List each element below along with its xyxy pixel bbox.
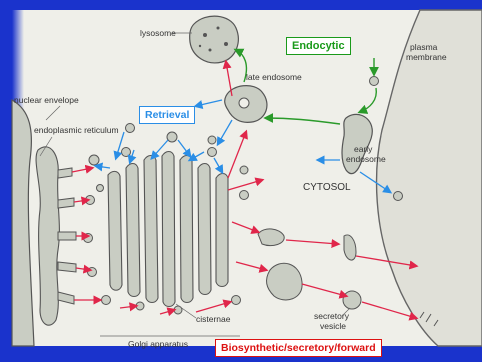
tag-biosynthetic: Biosynthetic/secretory/forward (215, 339, 382, 357)
label-plasma-membrane-1: plasma (410, 42, 438, 52)
label-early-endosome-2: endosome (346, 154, 386, 164)
label-nuclear-envelope: nuclear envelope (14, 95, 79, 105)
endocytic-vesicle (370, 77, 379, 86)
recycling-vesicle (394, 192, 403, 201)
label-secretory-vesicle-1: secretory (314, 311, 350, 321)
label-secretory-vesicle-2: vesicle (320, 321, 346, 331)
label-cisternae: cisternae (196, 314, 231, 324)
lysosome (190, 16, 239, 63)
label-plasma-membrane-2: membrane (406, 52, 447, 62)
tag-retrieval: Retrieval (139, 106, 195, 124)
label-golgi-apparatus: Golgi apparatus (128, 339, 188, 349)
label-late-endosome: late endosome (246, 72, 302, 82)
label-early-endosome-1: early (354, 144, 373, 154)
label-lysosome: lysosome (140, 28, 176, 38)
late-endosome-vesicle (239, 98, 249, 108)
label-cytosol: CYTOSOL (303, 182, 351, 193)
label-endoplasmic-reticulum: endoplasmic reticulum (34, 125, 119, 135)
tag-endocytic: Endocytic (286, 37, 351, 55)
